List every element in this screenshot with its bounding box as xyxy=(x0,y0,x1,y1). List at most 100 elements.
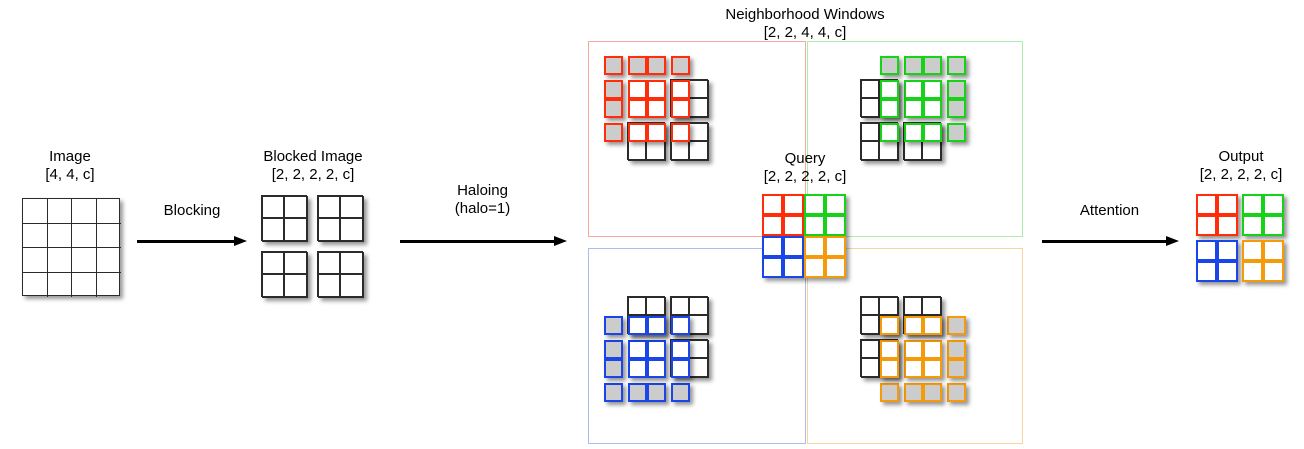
block-cell xyxy=(671,316,690,335)
grid-cell xyxy=(23,272,48,297)
arrow-haloing: Haloing (halo=1) xyxy=(400,182,567,246)
block-cell xyxy=(647,123,666,142)
output-shape: [2, 2, 2, 2, c] xyxy=(1199,166,1283,183)
output-label: Output [2, 2, 2, 2, c] xyxy=(1180,148,1302,184)
block-cell xyxy=(904,359,923,378)
halo-edge xyxy=(880,56,899,75)
block-cell xyxy=(628,359,647,378)
block-cell xyxy=(825,215,846,236)
block-cell xyxy=(1242,261,1263,282)
halo-cell xyxy=(947,80,966,99)
output-title: Output xyxy=(1218,148,1264,165)
query-shape: [2, 2, 2, 2, c] xyxy=(763,168,847,185)
block-cell xyxy=(647,340,666,359)
output-block-orange xyxy=(1242,240,1284,282)
block-cell xyxy=(804,236,825,257)
block-cell xyxy=(261,195,285,219)
block-cell xyxy=(860,98,880,118)
halo-edge xyxy=(947,80,966,118)
halo-edge xyxy=(671,56,690,75)
neighbor-overlap xyxy=(904,316,942,335)
halo-corner xyxy=(947,383,966,402)
block-cell xyxy=(923,340,942,359)
neighbor-overlap xyxy=(880,316,899,335)
block-cell xyxy=(689,98,709,118)
block-cell xyxy=(825,236,846,257)
halo-cell xyxy=(604,56,623,75)
block-cell xyxy=(923,80,942,99)
block-cell xyxy=(340,195,364,219)
halo-cell xyxy=(604,340,623,359)
block-cell xyxy=(762,194,783,215)
block-cell xyxy=(627,296,647,316)
halo-cell xyxy=(628,383,647,402)
query-block-green xyxy=(804,194,846,236)
block-cell xyxy=(689,315,709,335)
block-cell xyxy=(804,194,825,215)
block-cell xyxy=(671,123,690,142)
block-cell xyxy=(284,274,308,298)
block-cell xyxy=(922,296,942,316)
block-cell xyxy=(860,358,880,378)
block-cell xyxy=(1196,261,1217,282)
block-cell xyxy=(646,296,666,316)
block-cell xyxy=(860,296,880,316)
neighbor-overlap xyxy=(671,316,690,335)
block-cell xyxy=(689,122,709,142)
block-cell xyxy=(1242,215,1263,236)
query-block-red xyxy=(762,194,804,236)
grid-cell xyxy=(23,199,48,224)
block-cell xyxy=(762,257,783,278)
blocked-image-label: Blocked Image [2, 2, 2, 2, c] xyxy=(248,148,378,184)
block-cell xyxy=(628,340,647,359)
block-cell xyxy=(628,123,647,142)
neighborhood-red xyxy=(604,56,709,161)
halo-edge xyxy=(628,56,666,75)
query-group xyxy=(762,194,850,282)
halo-cell xyxy=(604,316,623,335)
halo-cell xyxy=(947,383,966,402)
halo-edge xyxy=(604,316,623,335)
neighbor-overlap xyxy=(904,123,942,142)
grid-cell xyxy=(23,223,48,248)
halo-corner xyxy=(947,56,966,75)
query-title: Query xyxy=(784,150,826,167)
block-cell xyxy=(860,339,880,359)
halo-cell xyxy=(947,99,966,118)
neighbor-overlap xyxy=(671,80,690,118)
output-block-green xyxy=(1242,194,1284,236)
block-cell xyxy=(762,215,783,236)
block-cell xyxy=(860,141,880,161)
halo-edge xyxy=(947,340,966,378)
halo-cell xyxy=(647,56,666,75)
block-cell xyxy=(880,99,899,118)
block-cell xyxy=(261,218,285,242)
neighborhood-quadrant-frame-bottom-right xyxy=(807,248,1023,444)
halo-cell xyxy=(880,56,899,75)
block-cell xyxy=(825,194,846,215)
block-cell xyxy=(340,218,364,242)
block-cell xyxy=(284,251,308,275)
halo-cell xyxy=(647,383,666,402)
halo-edge xyxy=(604,80,623,118)
grid-cell xyxy=(23,248,48,273)
halo-cell xyxy=(947,123,966,142)
block-cell xyxy=(783,194,804,215)
block-cell xyxy=(646,141,666,161)
image-grid xyxy=(22,198,121,297)
block-cell xyxy=(804,215,825,236)
neighbor-overlap xyxy=(628,123,666,142)
query-block-blue xyxy=(762,236,804,278)
halo-cell xyxy=(604,80,623,99)
block-cell xyxy=(317,218,341,242)
block-cell xyxy=(1217,194,1238,215)
block-cell xyxy=(804,257,825,278)
halo-edge xyxy=(947,123,966,142)
image-title: Image xyxy=(49,148,91,165)
block-cell xyxy=(904,340,923,359)
block-cell xyxy=(647,316,666,335)
neighbor-overlap xyxy=(880,340,899,378)
block-cell xyxy=(783,215,804,236)
block-cell xyxy=(317,195,341,219)
